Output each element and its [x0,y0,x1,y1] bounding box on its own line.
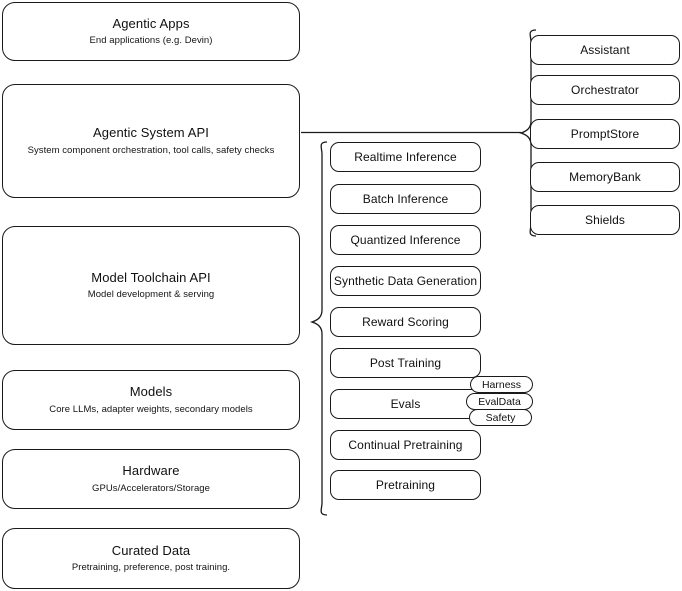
layer-curated-data[interactable]: Curated Data Pretraining, preference, po… [2,528,300,589]
layer-subtitle: Pretraining, preference, post training. [71,562,231,574]
layer-title: Models [129,384,173,400]
layer-title: Agentic Apps [112,15,190,31]
system-component-shields[interactable]: Shields [530,205,680,235]
capability-batch-inference[interactable]: Batch Inference [330,184,481,214]
system-component-promptstore[interactable]: PromptStore [530,119,680,149]
capability-continual-pretraining[interactable]: Continual Pretraining [330,430,481,460]
capability-post-training[interactable]: Post Training [330,348,481,378]
layer-title: Agentic System API [93,125,209,141]
layer-title: Model Toolchain API [91,269,211,285]
capability-evals[interactable]: Evals [330,389,481,419]
layer-subtitle: Core LLMs, adapter weights, secondary mo… [49,403,253,415]
evals-subcomponent-evaldata[interactable]: EvalData [466,393,533,410]
capability-quantized-inference[interactable]: Quantized Inference [330,225,481,255]
layer-subtitle: GPUs/Accelerators/Storage [92,482,210,494]
evals-subcomponent-safety[interactable]: Safety [469,409,532,426]
layer-model-toolchain-api[interactable]: Model Toolchain API Model development & … [2,226,300,345]
layer-subtitle: End applications (e.g. Devin) [89,35,213,47]
layer-agentic-apps[interactable]: Agentic Apps End applications (e.g. Devi… [2,2,300,61]
system-component-orchestrator[interactable]: Orchestrator [530,75,680,105]
layer-subtitle: System component orchestration, tool cal… [27,144,275,156]
capability-reward-scoring[interactable]: Reward Scoring [330,307,481,337]
layer-subtitle: Model development & serving [87,289,215,301]
capability-synthetic-data-generation[interactable]: Synthetic Data Generation [330,266,481,296]
layer-hardware[interactable]: Hardware GPUs/Accelerators/Storage [2,449,300,509]
layer-title: Hardware [122,463,180,479]
toolchain-brace [309,141,328,516]
layer-title: Curated Data [111,542,191,558]
layer-models[interactable]: Models Core LLMs, adapter weights, secon… [2,370,300,430]
system-component-memorybank[interactable]: MemoryBank [530,162,680,192]
capability-realtime-inference[interactable]: Realtime Inference [330,142,481,172]
evals-subcomponent-harness[interactable]: Harness [470,376,533,393]
system-component-assistant[interactable]: Assistant [530,35,680,65]
capability-pretraining[interactable]: Pretraining [330,470,481,500]
layer-agentic-system-api[interactable]: Agentic System API System component orch… [2,84,300,198]
